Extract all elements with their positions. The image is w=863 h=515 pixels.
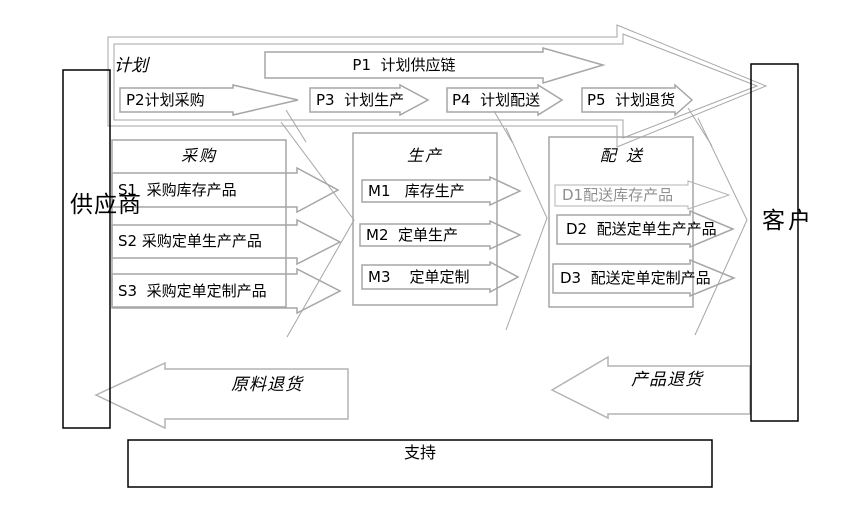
supplier-box bbox=[62, 69, 111, 429]
source-section-box bbox=[111, 139, 287, 308]
d3-arrow bbox=[552, 258, 736, 298]
m1-arrow bbox=[361, 175, 522, 207]
chevron-make-deliver bbox=[505, 127, 548, 331]
d1-arrow bbox=[554, 180, 731, 210]
material-return-arrow bbox=[94, 361, 349, 430]
support-box bbox=[127, 439, 713, 488]
d2-arrow bbox=[556, 209, 735, 249]
plan-arrow-outer bbox=[107, 24, 768, 148]
leader-line-make bbox=[493, 110, 513, 143]
s1-arrow bbox=[111, 166, 340, 214]
p5-arrow bbox=[581, 83, 694, 117]
p2-arrow bbox=[119, 84, 299, 116]
s3-arrow bbox=[111, 267, 342, 315]
p1-arrow bbox=[264, 47, 606, 85]
chevron-source-make bbox=[280, 121, 355, 338]
m2-arrow bbox=[359, 219, 522, 251]
p4-arrow bbox=[446, 83, 564, 117]
leader-line-source bbox=[285, 109, 307, 143]
plan-arrow-inner bbox=[113, 33, 759, 139]
deliver-section-box bbox=[548, 136, 694, 308]
p3-arrow bbox=[309, 83, 430, 117]
customer-box bbox=[750, 63, 799, 422]
product-return-arrow bbox=[550, 355, 751, 420]
chevron-deliver-customer bbox=[694, 117, 748, 336]
s2-arrow bbox=[111, 218, 342, 266]
m3-arrow bbox=[361, 260, 520, 294]
make-section-box bbox=[352, 132, 498, 306]
